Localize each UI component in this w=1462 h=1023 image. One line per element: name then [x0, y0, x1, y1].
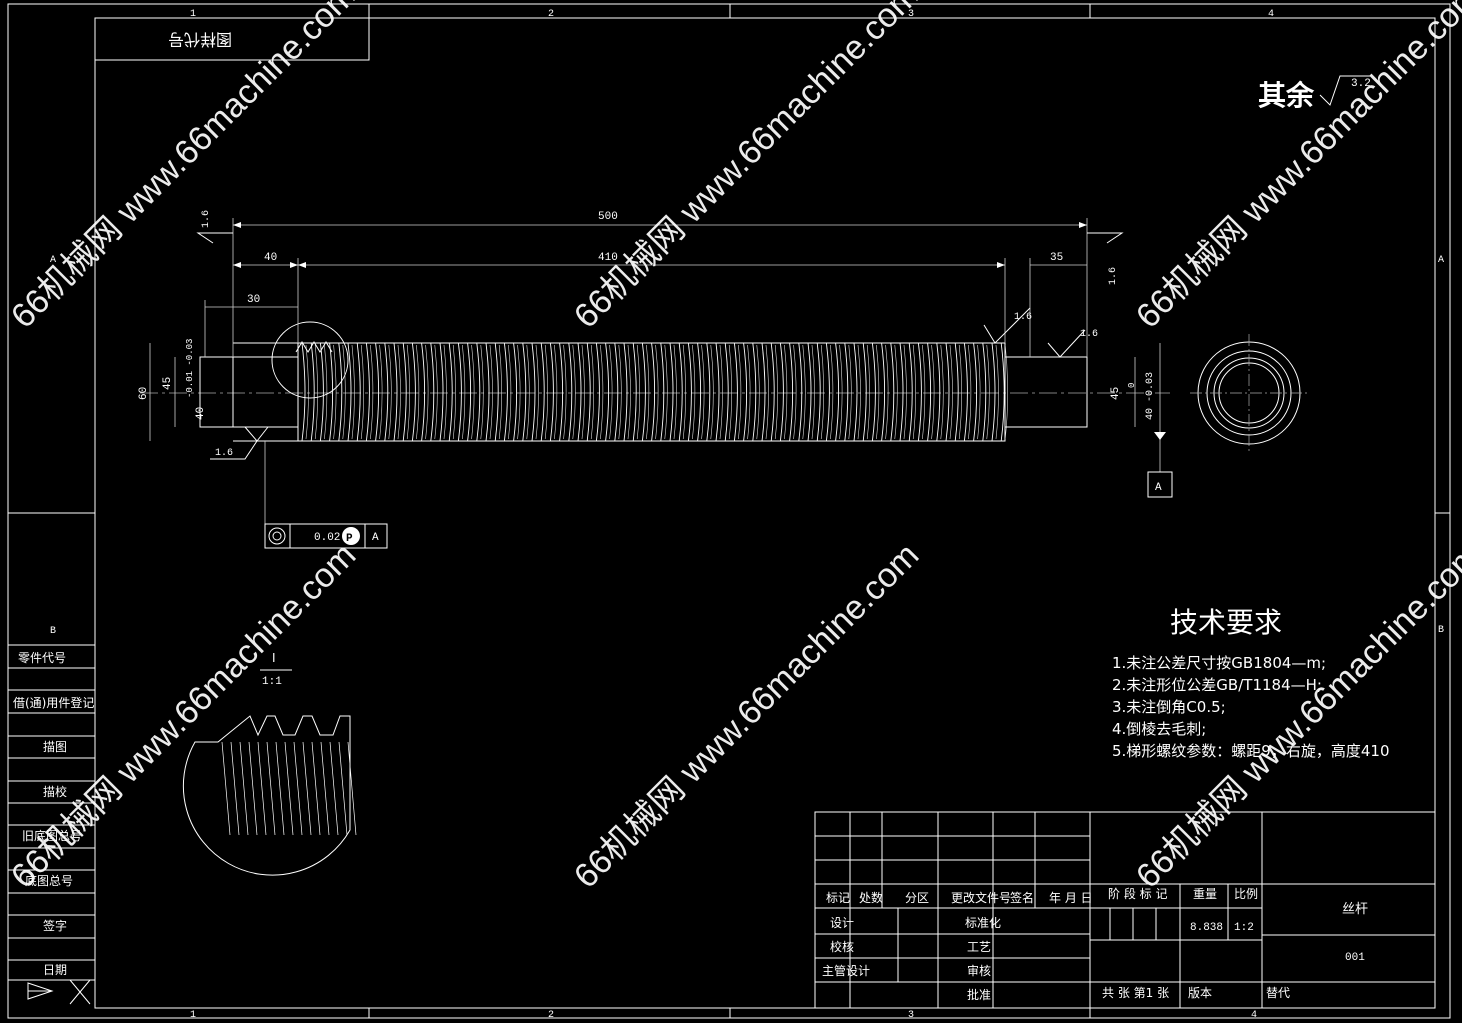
- datum-box: [1147, 471, 1173, 498]
- dim-right-journal: 35: [1050, 252, 1063, 264]
- stamp-text: 图样代号: [168, 30, 232, 49]
- shaft-front-view: [140, 321, 1170, 442]
- roughness-left-bottom: 1.6: [215, 448, 233, 459]
- zone-label-bottom-3: 3: [908, 1010, 914, 1021]
- zone-label-left-a: A: [50, 255, 56, 266]
- tb-header-count: 处数: [859, 890, 883, 905]
- tb-sheet-info: 共 张 第1 张: [1102, 986, 1169, 1000]
- tb-approve: 批准: [967, 987, 991, 1002]
- dim-left-dia-mid: 45: [162, 377, 174, 390]
- tb-row-chief: 主管设计: [822, 963, 870, 978]
- strip-row-base-no: 底图总号: [25, 873, 73, 888]
- tb-header-sign: 签名: [1010, 890, 1034, 905]
- strip-row-date: 日期: [43, 963, 67, 977]
- concentricity-icon: [268, 527, 286, 545]
- tolerance-modifier: P: [346, 533, 353, 545]
- tech-req-item-4: 4.倒棱去毛刺;: [1112, 720, 1206, 738]
- strip-row-signature: 签字: [43, 918, 67, 933]
- roughness-symbol-icon: [1319, 75, 1370, 106]
- roughness-right-top: 1.6: [1108, 267, 1119, 285]
- strip-row-trace-check: 描校: [43, 784, 67, 799]
- roughness-thread-end: 1.6: [1014, 312, 1032, 323]
- tb-version: 版本: [1188, 986, 1212, 1000]
- thread-detail-section: [182, 715, 357, 876]
- strip-row-old-base: 旧底图总号: [22, 828, 82, 843]
- zone-label-right-a: A: [1438, 255, 1444, 266]
- dim-overall-length: 500: [598, 211, 618, 223]
- roughness-right-journal: 1.6: [1080, 329, 1098, 340]
- roughness-marks: 1.6 1.6 1.6 1.6 1.6: [196, 210, 1124, 460]
- tb-header-mark: 标记: [826, 891, 850, 905]
- datum-label: A: [1155, 482, 1162, 494]
- detail-view-label: I: [272, 651, 276, 665]
- zone-label-top-2: 2: [548, 9, 554, 20]
- tb-weight-label: 重量: [1193, 887, 1217, 901]
- zone-label-bottom-2: 2: [548, 1010, 554, 1021]
- tolerance-value: 0.02: [314, 532, 340, 544]
- shaft-end-view: [1190, 334, 1308, 452]
- tb-scale-label: 比例: [1234, 887, 1258, 901]
- surface-note-value: 3.2: [1351, 78, 1371, 90]
- roughness-left-top: 1.6: [201, 210, 212, 228]
- tb-review: 审核: [967, 963, 991, 978]
- drawing-code-stamp: [94, 17, 370, 61]
- tb-header-change-doc: 更改文件号: [951, 890, 1011, 905]
- tolerance-datum: A: [372, 532, 379, 544]
- dim-left-journal: 40: [264, 252, 277, 264]
- tb-standardization: 标准化: [965, 916, 1001, 930]
- tolerance-frame: [264, 523, 388, 549]
- dim-left-dia-tol: -0.01 -0.03: [185, 339, 195, 398]
- tb-replace: 替代: [1266, 986, 1290, 1000]
- watermark-3: 66机械网 www.66machine.com: [1129, 0, 1462, 336]
- title-block: 标记 处数 分区 更改文件号 签名 年 月 日 设计 校核 主管设计 标准化 工…: [814, 811, 1436, 1009]
- projection-symbol-icon: [27, 982, 54, 1000]
- dim-right-dia-mid: 45: [1110, 387, 1122, 400]
- tb-header-zone: 分区: [905, 891, 929, 905]
- tb-row-design: 设计: [830, 916, 854, 930]
- tb-row-check: 校核: [830, 939, 854, 954]
- tech-req-item-3: 3.未注倒角C0.5;: [1112, 698, 1226, 716]
- tech-req-item-2: 2.未注形位公差GB/T1184—H;: [1112, 676, 1322, 694]
- zone-label-top-3: 3: [908, 9, 914, 20]
- tb-stage-mark: 阶 段 标 记: [1108, 886, 1167, 901]
- watermark-1: 66机械网 www.66machine.com: [4, 0, 364, 336]
- dim-thread-length: 410: [598, 252, 618, 264]
- surface-note-prefix: 其余: [1258, 79, 1315, 112]
- zone-label-bottom-4: 4: [1251, 1010, 1257, 1021]
- zone-label-top-1: 1: [190, 9, 196, 20]
- thread-pattern: [301, 342, 1008, 442]
- tech-req-item-5: 5.梯形螺纹参数：螺距9，右旋，高度410: [1112, 742, 1390, 760]
- watermark-5: 66机械网 www.66machine.com: [567, 536, 927, 896]
- strip-row-borrowed: 借(通)用件登记: [13, 695, 94, 710]
- outer-border: [7, 3, 1451, 1019]
- tb-part-name: 丝杆: [1342, 902, 1368, 917]
- tb-header-date: 年 月 日: [1049, 891, 1093, 905]
- dim-right-dia-tol-upper: 0: [1127, 383, 1137, 388]
- tech-req-item-1: 1.未注公差尺寸按GB1804—m;: [1112, 654, 1326, 672]
- tb-weight-value: 8.838: [1190, 922, 1223, 934]
- dimension-annotations: 500 410 40 30 35 60 45 -0.01 -0.03 40 45…: [138, 211, 1161, 441]
- detail-view-scale: 1:1: [262, 676, 282, 688]
- tech-req-title: 技术要求: [1170, 606, 1282, 639]
- zone-label-right-b: B: [1438, 625, 1444, 636]
- zone-label-bottom-1: 1: [190, 1010, 196, 1021]
- inner-border: [94, 17, 1436, 1009]
- tb-process: 工艺: [967, 940, 991, 954]
- zone-label-top-4: 4: [1268, 9, 1274, 20]
- watermark-2: 66机械网 www.66machine.com: [567, 0, 927, 336]
- left-record-strip: B 零件代号 借(通)用件登记 描图 描校 旧底图总号 底图总号 签字 日期: [7, 513, 95, 1018]
- dim-left-shoulder: 30: [247, 294, 260, 306]
- strip-row-tracing: 描图: [43, 740, 67, 754]
- dim-left-dia-minor: 40: [195, 407, 207, 420]
- strip-zone-label: B: [50, 626, 56, 637]
- detail-marker-circle: [271, 321, 349, 399]
- tb-scale-value: 1:2: [1234, 922, 1254, 934]
- strip-row-part-code: 零件代号: [18, 651, 66, 665]
- dim-right-dia-tol-lower: 40 -0.03: [1145, 372, 1156, 420]
- dim-left-dia-major: 60: [138, 387, 150, 400]
- tb-drawing-no: 001: [1345, 952, 1365, 964]
